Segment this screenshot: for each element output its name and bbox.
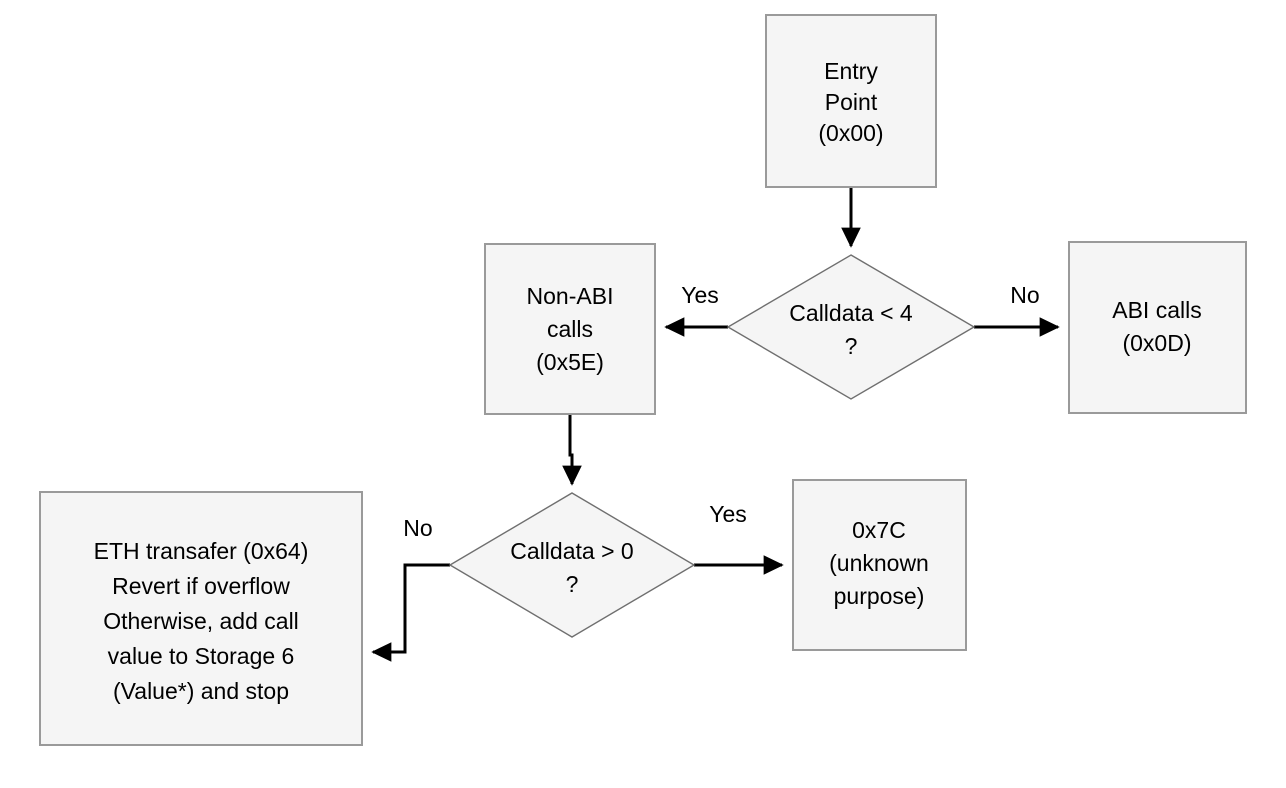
- node-label: (unknown: [829, 550, 929, 576]
- node-label: purpose): [834, 583, 925, 609]
- edge-calldata4-yes: Yes: [664, 282, 728, 337]
- node-label: Calldata < 4: [789, 300, 913, 326]
- node-label: Revert if overflow: [112, 573, 290, 599]
- node-diamond[interactable]: [448, 492, 696, 638]
- edge-label-yes: Yes: [709, 501, 747, 527]
- edge-path: [371, 563, 450, 662]
- node-eth-transfer[interactable]: ETH transafer (0x64) Revert if overflow …: [39, 491, 363, 746]
- edges-layer: Yes No Yes No: [371, 187, 1060, 662]
- node-calldata-lt-4[interactable]: Calldata < 4 ?: [726, 254, 976, 400]
- node-diamond[interactable]: [726, 254, 976, 400]
- node-label: Non-ABI: [527, 283, 614, 309]
- node-unknown-purpose[interactable]: 0x7C (unknown purpose): [792, 479, 967, 651]
- node-label: 0x7C: [852, 517, 906, 543]
- edge-path: [562, 414, 582, 486]
- node-label: Otherwise, add call: [103, 608, 299, 634]
- node-non-abi-calls[interactable]: Non-ABI calls (0x5E): [484, 243, 656, 415]
- edge-nonabi-to-calldata0: [562, 414, 582, 486]
- edge-label-yes: Yes: [681, 282, 719, 308]
- node-label: calls: [547, 316, 593, 342]
- node-entry-point[interactable]: Entry Point (0x00): [765, 14, 937, 188]
- node-box[interactable]: [484, 243, 656, 415]
- node-box[interactable]: [792, 479, 967, 651]
- edge-calldata4-no: No: [974, 282, 1060, 337]
- node-label: ETH transafer (0x64): [94, 538, 309, 564]
- nodes-layer: Entry Point (0x00) Calldata < 4 ? Non-AB…: [39, 14, 1247, 746]
- edge-calldata0-no: No: [371, 515, 450, 662]
- node-abi-calls[interactable]: ABI calls (0x0D): [1068, 241, 1247, 414]
- node-label: value to Storage 6: [108, 643, 295, 669]
- node-box[interactable]: [1068, 241, 1247, 414]
- node-label: (0x5E): [536, 349, 604, 375]
- node-label: ABI calls: [1112, 297, 1201, 323]
- node-label: Calldata > 0: [510, 538, 633, 564]
- edge-label-no: No: [403, 515, 432, 541]
- node-label: (0x0D): [1122, 330, 1191, 356]
- node-label: (Value*) and stop: [113, 678, 289, 704]
- node-box[interactable]: [39, 491, 363, 746]
- node-label: Entry: [824, 58, 878, 84]
- node-label: (0x00): [818, 120, 883, 146]
- edge-calldata0-yes: Yes: [694, 501, 784, 575]
- edge-label-no: No: [1010, 282, 1039, 308]
- node-label: Point: [825, 89, 878, 115]
- node-box[interactable]: [765, 14, 937, 188]
- node-label: ?: [845, 333, 858, 359]
- node-calldata-gt-0[interactable]: Calldata > 0 ?: [448, 492, 696, 638]
- node-label: ?: [566, 571, 579, 597]
